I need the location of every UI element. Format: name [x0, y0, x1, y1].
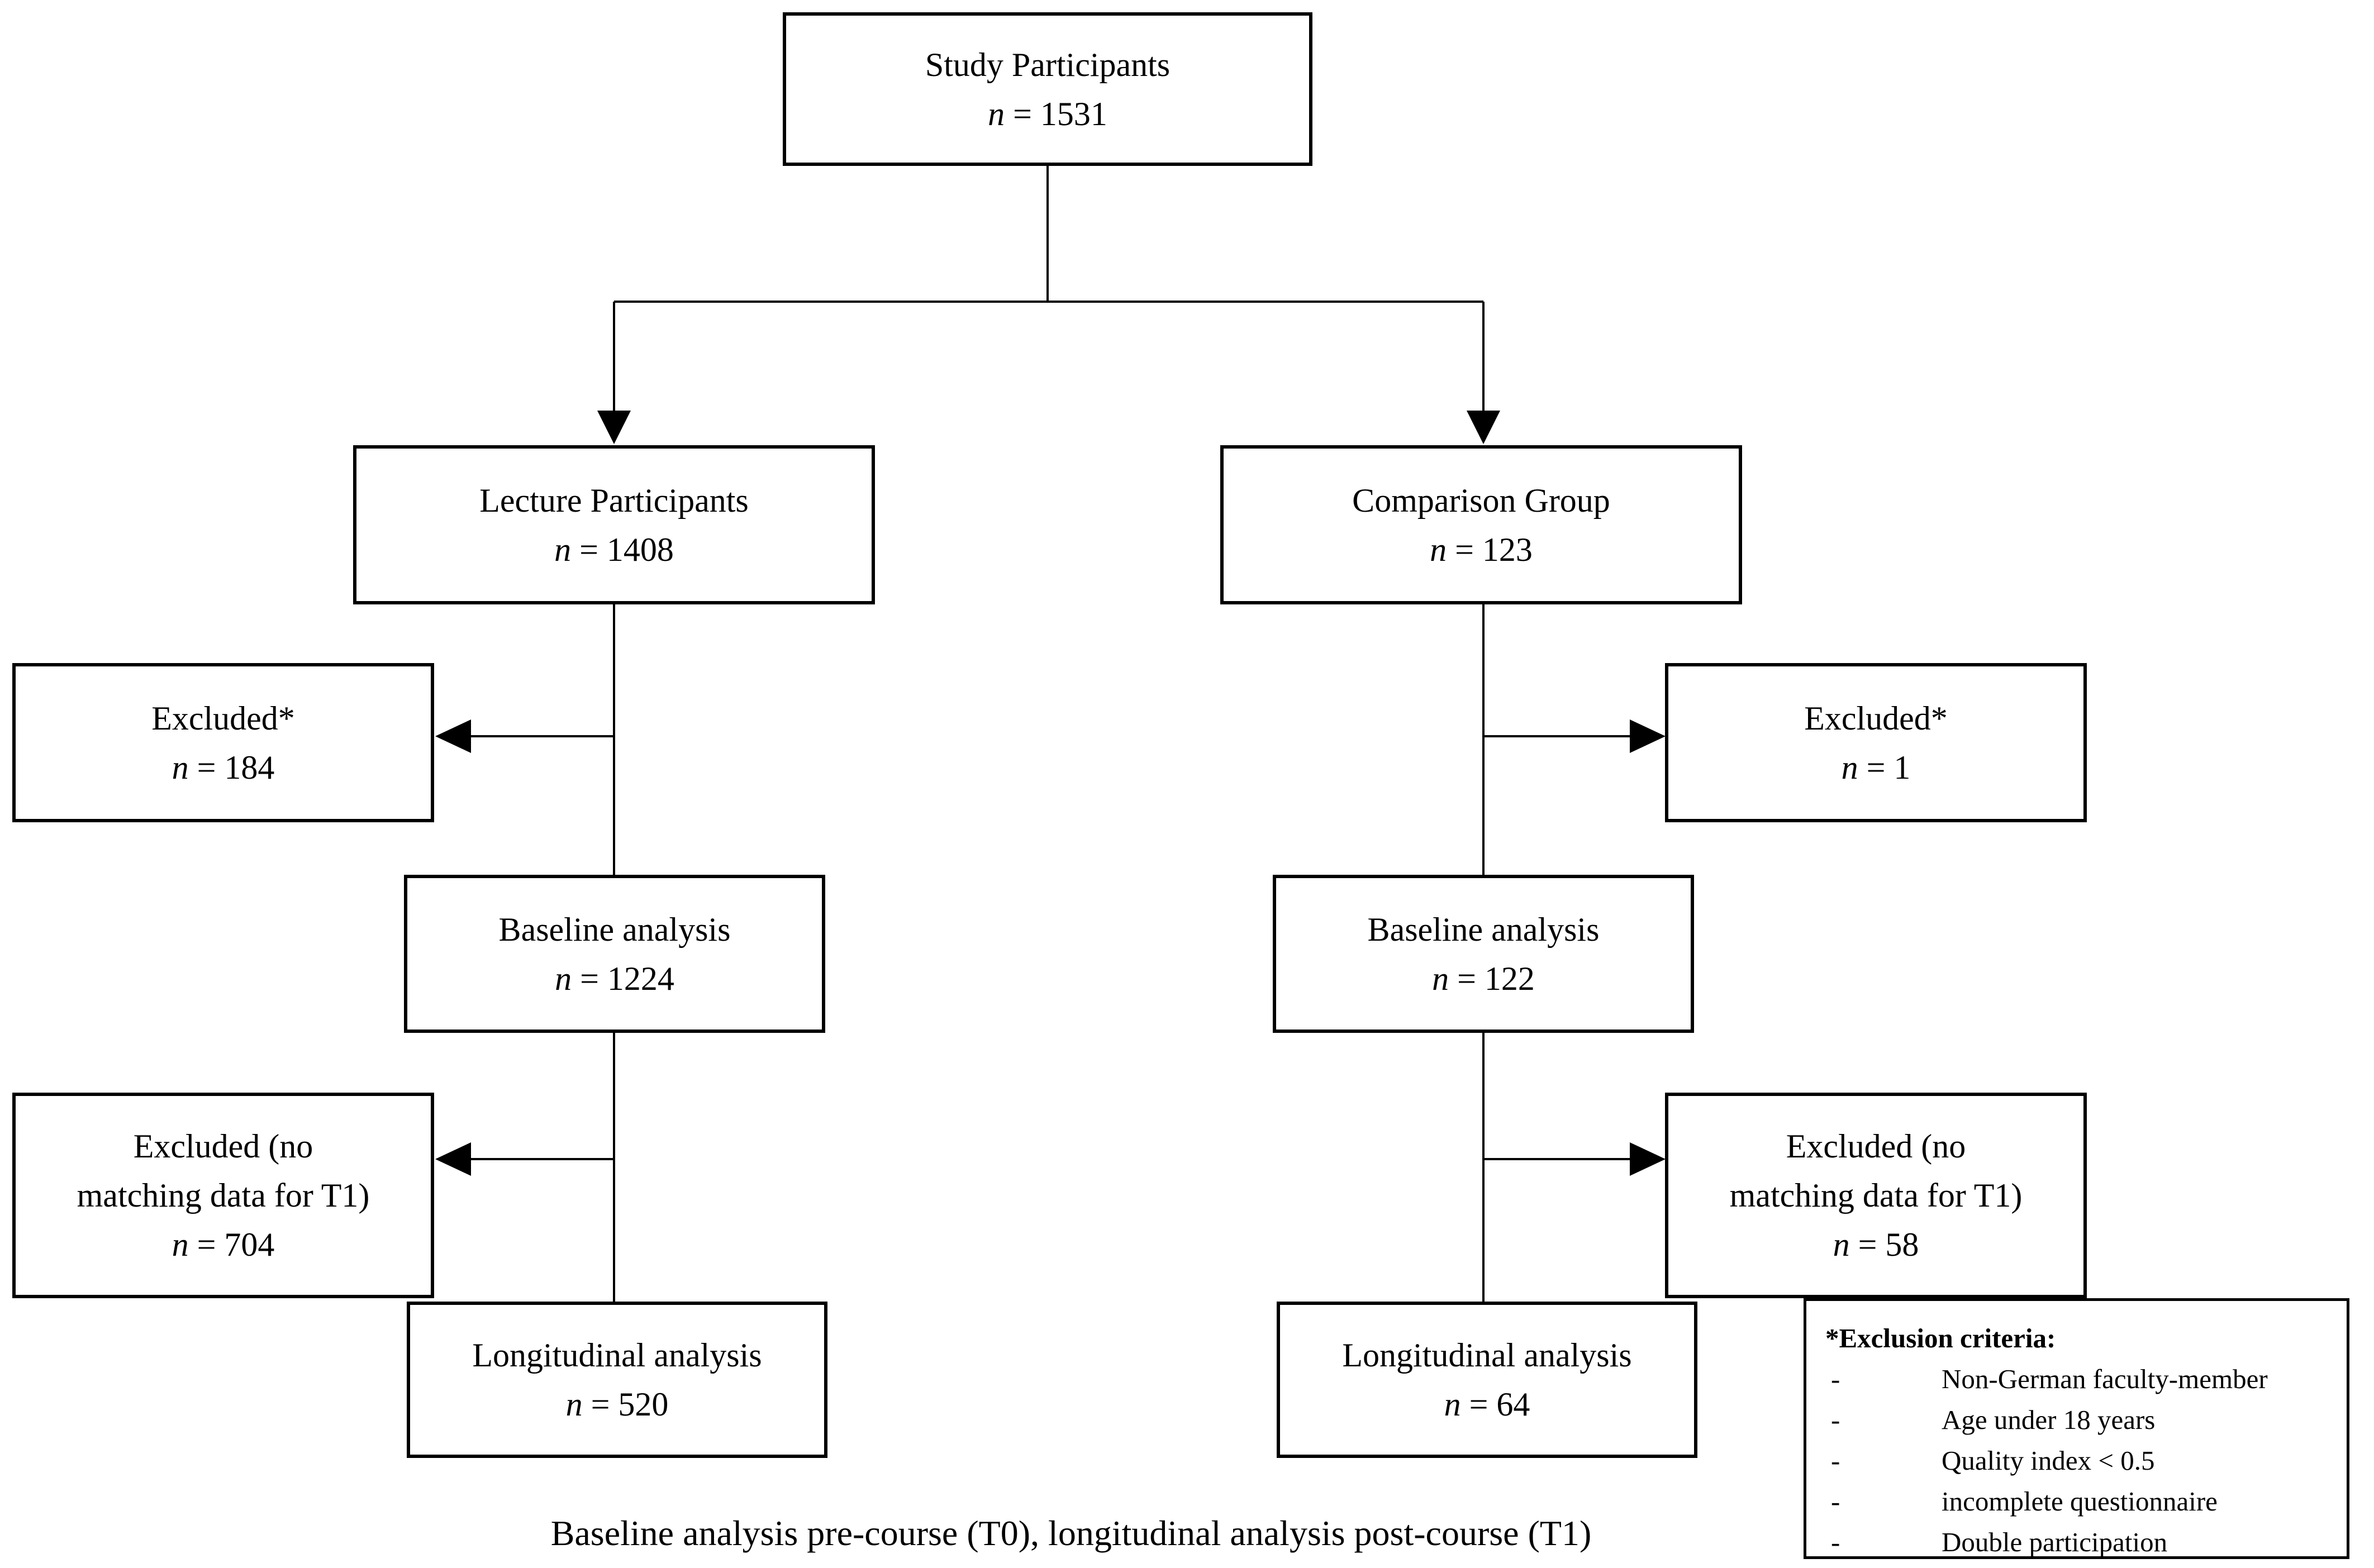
- legend-bullet: -: [1831, 1404, 1840, 1435]
- node-label: Excluded*: [1804, 699, 1948, 737]
- node-longitudinal-lecture: Longitudinal analysis n = 520: [407, 1302, 827, 1458]
- legend-title: *Exclusion criteria:: [1825, 1323, 2056, 1353]
- node-count: n = 122: [1432, 960, 1535, 997]
- node-count: n = 58: [1833, 1226, 1919, 1263]
- node-label: Excluded (no: [1786, 1128, 1966, 1165]
- node-label: Excluded*: [151, 699, 295, 737]
- arrow-right-icon: [1630, 1142, 1666, 1176]
- node-baseline-comparison: Baseline analysis n = 122: [1273, 875, 1694, 1033]
- arrow-left-icon: [435, 719, 471, 753]
- node-excluded-lecture: Excluded* n = 184: [12, 663, 434, 822]
- node-count: n = 123: [1430, 531, 1533, 568]
- arrow-down-icon: [1467, 411, 1500, 444]
- node-count: n = 64: [1444, 1386, 1530, 1423]
- node-label: Longitudinal analysis: [472, 1337, 762, 1374]
- node-longitudinal-comparison: Longitudinal analysis n = 64: [1277, 1302, 1697, 1458]
- legend-item: -incomplete questionnaire: [1825, 1481, 2333, 1522]
- node-label: matching data for T1): [77, 1177, 370, 1214]
- node-comparison-group: Comparison Group n = 123: [1220, 445, 1742, 604]
- node-count: n = 1408: [554, 531, 674, 568]
- legend-item: -Age under 18 years: [1825, 1399, 2333, 1440]
- node-label: Lecture Participants: [479, 482, 749, 519]
- node-count: n = 184: [172, 749, 275, 786]
- node-label: Baseline analysis: [1367, 911, 1600, 948]
- node-count: n = 1224: [555, 960, 674, 997]
- node-excluded-t1-comparison: Excluded (no matching data for T1) n = 58: [1665, 1093, 2087, 1298]
- node-count: n = 1: [1841, 749, 1911, 786]
- node-baseline-lecture: Baseline analysis n = 1224: [404, 875, 825, 1033]
- legend-item: -Double participation: [1825, 1522, 2333, 1562]
- node-label: matching data for T1): [1729, 1177, 2023, 1214]
- node-label: Baseline analysis: [498, 911, 731, 948]
- caption-timepoints: Baseline analysis pre-course (T0), longi…: [550, 1513, 1592, 1553]
- arrow-down-icon: [597, 411, 631, 444]
- legend-bullet: -: [1831, 1445, 1840, 1476]
- legend-exclusion-criteria: *Exclusion criteria: -Non-German faculty…: [1804, 1298, 2349, 1559]
- node-count: n = 1531: [988, 95, 1107, 132]
- node-count: n = 704: [172, 1226, 275, 1263]
- node-lecture-participants: Lecture Participants n = 1408: [353, 445, 875, 604]
- node-label: Excluded (no: [133, 1128, 313, 1165]
- arrow-right-icon: [1630, 719, 1666, 753]
- node-label: Comparison Group: [1352, 482, 1610, 519]
- legend-item: -Quality index < 0.5: [1825, 1440, 2333, 1481]
- legend-bullet: -: [1831, 1364, 1840, 1394]
- legend-bullet: -: [1831, 1527, 1840, 1557]
- node-excluded-comparison: Excluded* n = 1: [1665, 663, 2087, 822]
- node-excluded-t1-lecture: Excluded (no matching data for T1) n = 70…: [12, 1093, 434, 1298]
- legend-bullet: -: [1831, 1486, 1840, 1517]
- node-label: Study Participants: [925, 46, 1171, 83]
- legend-item: -Non-German faculty-member: [1825, 1359, 2333, 1399]
- node-label: Longitudinal analysis: [1342, 1337, 1632, 1374]
- node-count: n = 520: [565, 1386, 669, 1423]
- node-study-participants: Study Participants n = 1531: [783, 12, 1312, 166]
- arrow-left-icon: [435, 1142, 471, 1176]
